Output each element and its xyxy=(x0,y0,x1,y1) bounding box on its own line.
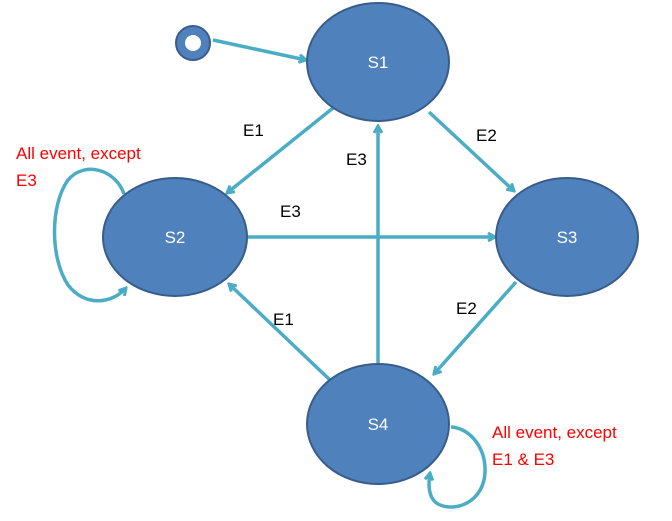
label-s1-to-s2: E1 xyxy=(243,121,264,140)
label-s1-to-s3: E2 xyxy=(476,126,497,145)
state-s3-label: S3 xyxy=(557,228,578,247)
state-s3: S3 xyxy=(495,177,639,297)
state-s4: S4 xyxy=(306,363,450,485)
state-s2-label: S2 xyxy=(165,228,186,247)
initial-state-marker xyxy=(175,25,211,61)
label-s4-to-s2: E1 xyxy=(273,310,294,329)
transition-s1-to-s2 xyxy=(227,106,335,193)
note-s2-line-1: All event, except xyxy=(16,144,141,163)
state-s1-label: S1 xyxy=(368,53,389,72)
transition-s1-to-s3 xyxy=(427,110,514,191)
note-s2-line-2: E3 xyxy=(16,171,37,190)
note-s4-line-2: E1 & E3 xyxy=(492,450,554,469)
label-s2-to-s3: E3 xyxy=(280,202,301,221)
state-s4-label: S4 xyxy=(368,415,389,434)
label-s3-to-s4: E2 xyxy=(456,299,477,318)
transition-s4-to-s2 xyxy=(229,284,332,382)
state-s2: S2 xyxy=(102,177,248,297)
transition-s3-to-s4 xyxy=(434,280,518,374)
state-s1: S1 xyxy=(306,2,450,122)
initial-transition-arrow xyxy=(212,38,306,60)
self-loop-s4 xyxy=(429,425,487,509)
label-s4-to-s1: E3 xyxy=(346,150,367,169)
self-loop-s2 xyxy=(52,167,127,303)
note-s4-line-1: All event, except xyxy=(492,423,617,442)
